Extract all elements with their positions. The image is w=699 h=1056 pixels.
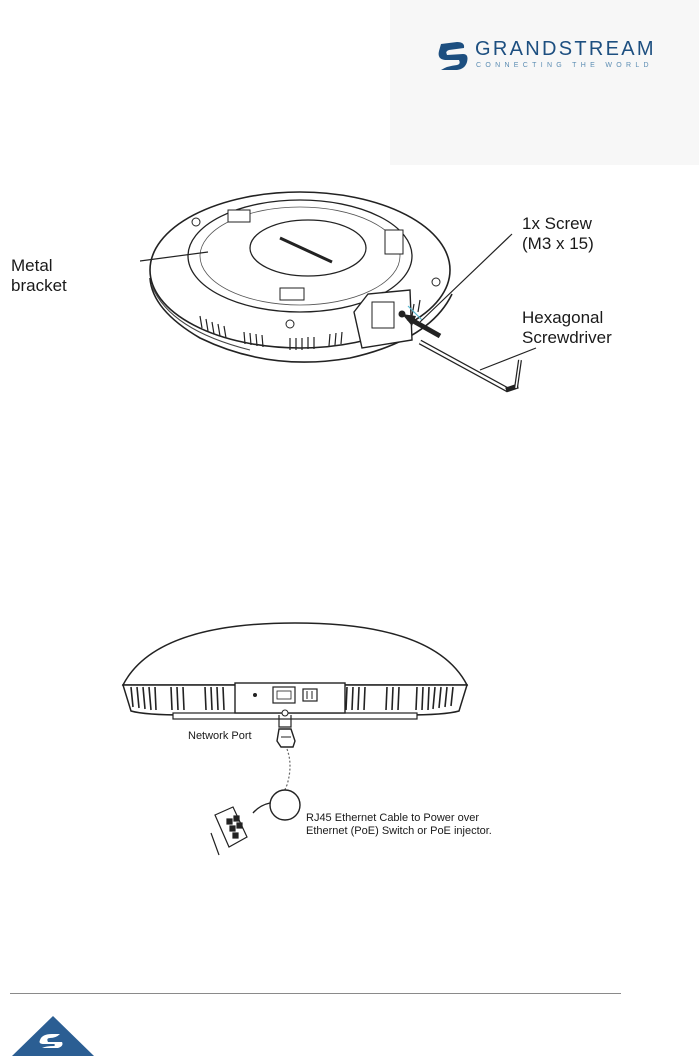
poe-switch-icon: [210, 806, 248, 856]
leader-screwdriver: [479, 347, 537, 371]
ap-dome: [121, 622, 469, 686]
ap-vents-side: [130, 686, 454, 711]
ap-side-wall: [149, 277, 453, 363]
brand-name: GRANDSTREAM: [475, 38, 656, 60]
cable-coil: [269, 789, 301, 821]
ethernet-cable: [283, 748, 291, 796]
label-poe-cable: RJ45 Ethernet Cable to Power over Ethern…: [306, 812, 492, 837]
brand-tagline: CONNECTING THE WORLD: [476, 62, 653, 69]
figure-bracket-install: [140, 191, 537, 393]
figure-network-port: [121, 622, 469, 856]
footer-grandstream-mark-icon: [12, 1016, 94, 1056]
label-screw: 1x Screw (M3 x 15): [522, 214, 594, 253]
grandstream-logo-icon: [438, 42, 468, 70]
leader-screw: [419, 233, 513, 323]
header-logo-panel: [390, 0, 699, 165]
label-screwdriver: Hexagonal Screwdriver: [522, 308, 612, 347]
rj45-plug-icon: [276, 728, 296, 748]
footer-divider: [10, 993, 621, 994]
label-network-port: Network Port: [188, 730, 252, 742]
bracket-center-plate: [249, 219, 367, 277]
hex-screwdriver-icon: [418, 339, 522, 393]
leader-bracket: [140, 251, 209, 262]
label-metal-bracket: Metal bracket: [11, 256, 67, 295]
